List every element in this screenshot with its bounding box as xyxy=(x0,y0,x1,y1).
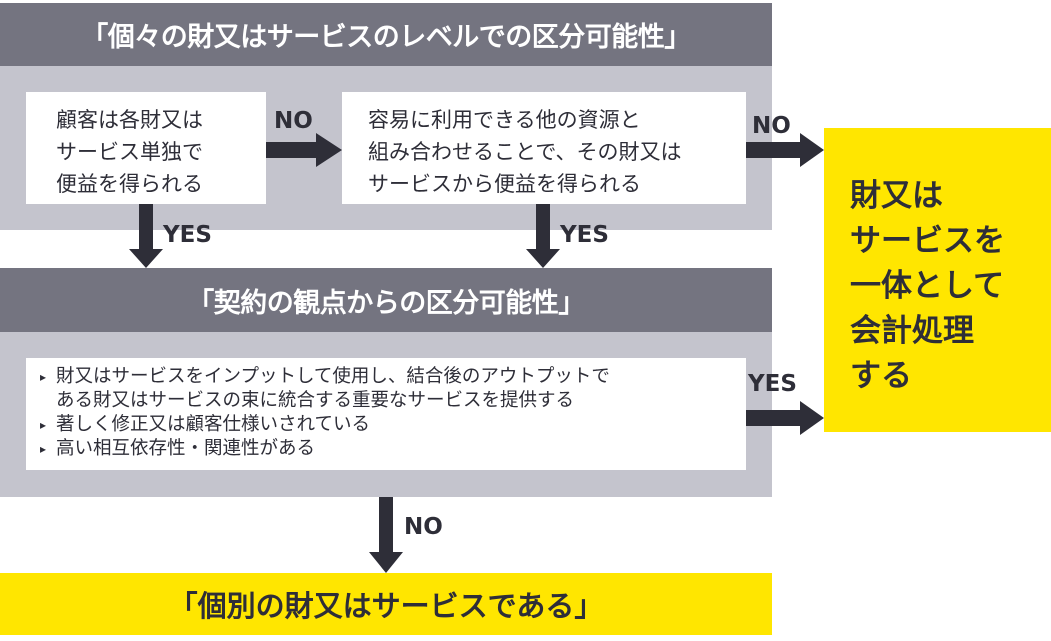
question2-line: サービスから便益を得られる xyxy=(368,172,641,196)
question2-line: 容易に利用できる他の資源と xyxy=(368,108,641,132)
arrow-label-yes: YES xyxy=(560,222,609,248)
combined-result-line: サービスを xyxy=(850,223,1005,259)
distinct-result-box: 「個別の財又はサービスである」 xyxy=(0,573,772,635)
criteria-line: 財又はサービスをインプットして使用し、結合後のアウトプットで xyxy=(56,366,610,387)
question2-box: 容易に利用できる他の資源と 組み合わせることで、その財又は サービスから便益を得… xyxy=(342,92,746,204)
arrow-label-no: NO xyxy=(404,514,443,540)
question1-line: 便益を得られる xyxy=(56,172,203,196)
combined-result-line: 財又は xyxy=(850,178,943,214)
criteria-line: ある財又はサービスの束に統合する重要なサービスを提供する xyxy=(56,390,575,411)
step2-header: 「契約の観点からの区分可能性」 xyxy=(0,268,772,332)
question2-line: 組み合わせることで、その財又は xyxy=(368,140,682,164)
criteria-item: 財又はサービスをインプットして使用し、結合後のアウトプットで ある財又はサービス… xyxy=(40,365,746,413)
arrow-label-yes: YES xyxy=(163,222,212,248)
arrow-label-no: NO xyxy=(274,108,313,134)
criteria-item: 高い相互依存性・関連性がある xyxy=(40,437,746,461)
question1-box: 顧客は各財又は サービス単独で 便益を得られる xyxy=(26,92,266,204)
step1-header: 「個々の財又はサービスのレベルでの区分可能性」 xyxy=(0,3,772,66)
combined-result-line: 会計処理 xyxy=(850,313,974,349)
arrow-down-icon xyxy=(369,497,403,573)
question1-line: 顧客は各財又は xyxy=(56,108,203,132)
arrow-label-no: NO xyxy=(752,113,791,139)
criteria-item: 著しく修正又は顧客仕様いされている xyxy=(40,413,746,437)
combined-result-line: 一体として xyxy=(850,268,1005,304)
step2-title: 「契約の観点からの区分可能性」 xyxy=(187,287,585,319)
criteria-list: 財又はサービスをインプットして使用し、結合後のアウトプットで ある財又はサービス… xyxy=(26,358,746,461)
arrow-right-icon xyxy=(746,133,824,167)
arrow-right-icon xyxy=(266,133,342,167)
question1-line: サービス単独で xyxy=(56,140,203,164)
arrow-down-icon xyxy=(129,204,163,268)
arrow-label-yes: YES xyxy=(748,371,797,397)
arrow-down-icon xyxy=(526,204,560,268)
combined-result-line: する xyxy=(850,358,912,394)
arrow-right-icon xyxy=(746,401,824,435)
combined-result-box: 財又は サービスを 一体として 会計処理 する xyxy=(824,128,1051,432)
distinct-result-text: 「個別の財又はサービスである」 xyxy=(168,589,604,623)
step1-title: 「個々の財又はサービスのレベルでの区分可能性」 xyxy=(81,22,691,53)
criteria-box: 財又はサービスをインプットして使用し、結合後のアウトプットで ある財又はサービス… xyxy=(26,358,746,470)
